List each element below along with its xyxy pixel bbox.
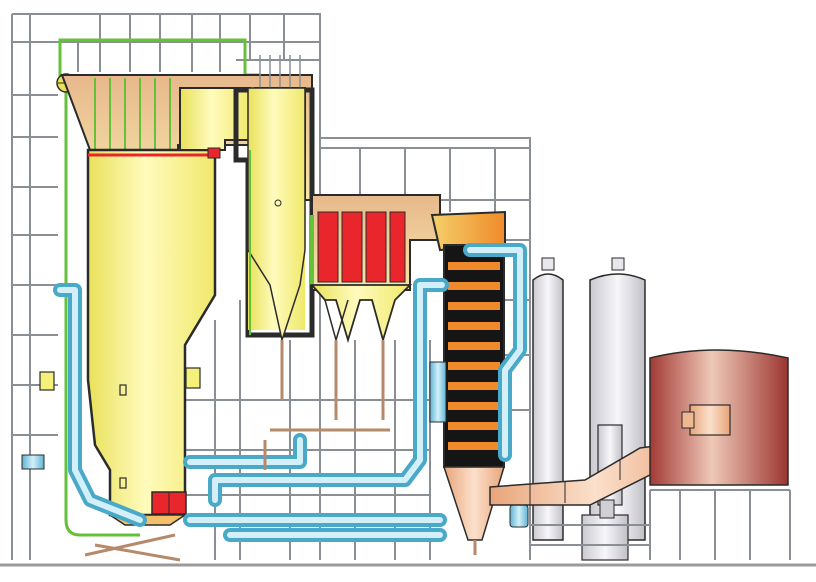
door-icon [119,384,127,396]
heat-exchanger-icon [310,194,441,291]
ground-line [0,560,816,582]
valve-icon [21,367,529,528]
ash-pipes [84,428,390,562]
fan-icon [649,349,789,486]
duct-icon [53,243,527,542]
cyclone-icon [233,87,315,400]
door-icon [119,477,127,489]
furnace-icon [86,87,251,526]
economizer-icon [430,210,506,555]
tank-icon [530,257,650,561]
hopper-icon [310,284,413,420]
